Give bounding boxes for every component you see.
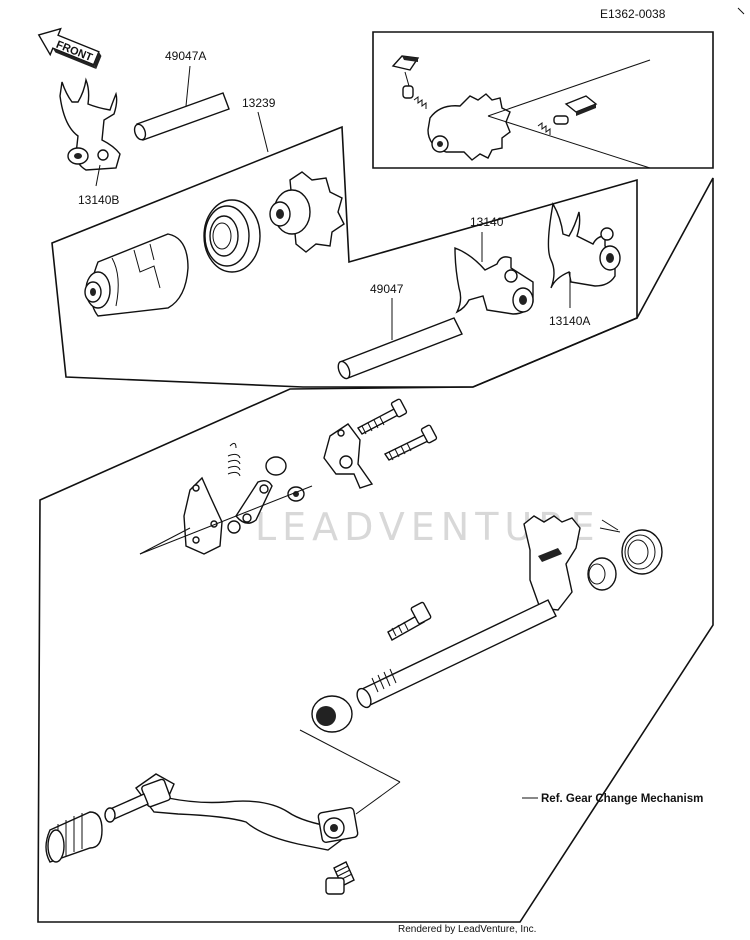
part-label-13140b: 13140B [78,193,119,207]
star-cam-part [269,171,345,253]
part-label-13140a: 13140A [549,314,590,328]
shaft-lower-part [337,298,463,380]
part-label-49047a: 49047A [165,49,206,63]
footer-credit: Rendered by LeadVenture, Inc. [398,924,536,935]
pedal-rubber-part [45,811,103,863]
shift-fork-part [454,232,534,315]
pedal-bolt-part [325,861,355,895]
part-label-13239: 13239 [242,96,276,110]
corner-mark [737,7,745,15]
shaft-upper-part [133,65,230,141]
return-spring-part [587,519,663,591]
shift-fork-a-part [547,201,621,308]
oil-seal-part [299,695,401,783]
group-box-gear-change [37,177,714,923]
shift-pedal-part [104,773,401,851]
stopper-bolt-part [387,601,432,641]
leader-13239 [257,111,269,153]
bearing-part [203,199,261,273]
shift-fork-b-part [59,77,121,187]
part-label-49047: 49047 [370,282,404,296]
shift-drum-part [84,233,189,317]
group-box-detail [372,31,714,169]
front-arrow-icon: FRONT [37,27,102,69]
detail-parts [391,55,651,169]
reference-note: Ref. Gear Change Mechanism [541,793,703,805]
linkage-parts [139,398,438,555]
diagram-code: E1362-0038 [600,7,666,21]
shift-shaft-part [356,515,581,709]
part-label-13140: 13140 [470,215,504,229]
